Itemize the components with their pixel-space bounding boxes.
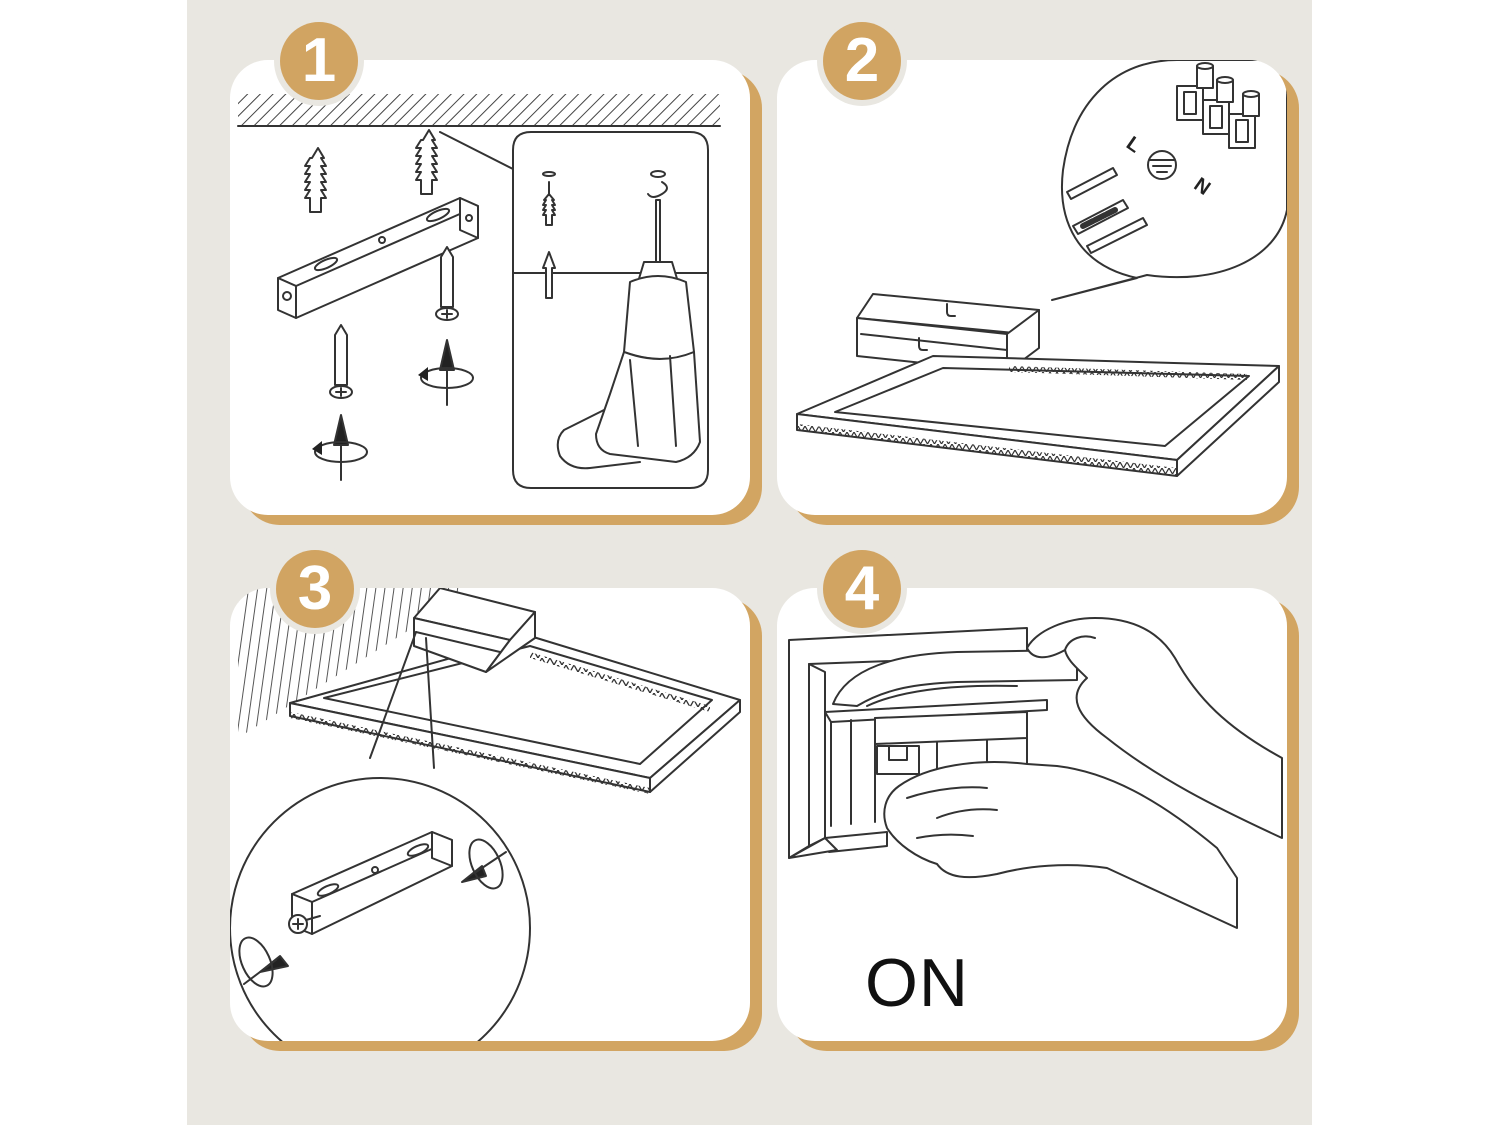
step-2-badge: 2 [823,22,901,100]
insert-panel-icon [788,617,1283,929]
attach-panel-to-bracket-icon [230,588,741,1041]
step-1-badge: 1 [280,22,358,100]
instruction-sheet: 1 [187,0,1312,1125]
step-3-badge: 3 [276,550,354,628]
step-3-panel: 3 [230,550,762,1051]
wiring-connection-icon: L N [796,60,1287,477]
step-4-badge: 4 [823,550,901,628]
step-1-panel: 1 [230,22,762,525]
step-2-panel: L N 2 [777,22,1299,525]
step-4-panel: ON 4 [777,550,1299,1051]
on-label: ON [865,945,969,1021]
drill-mount-bracket-icon [237,94,721,489]
